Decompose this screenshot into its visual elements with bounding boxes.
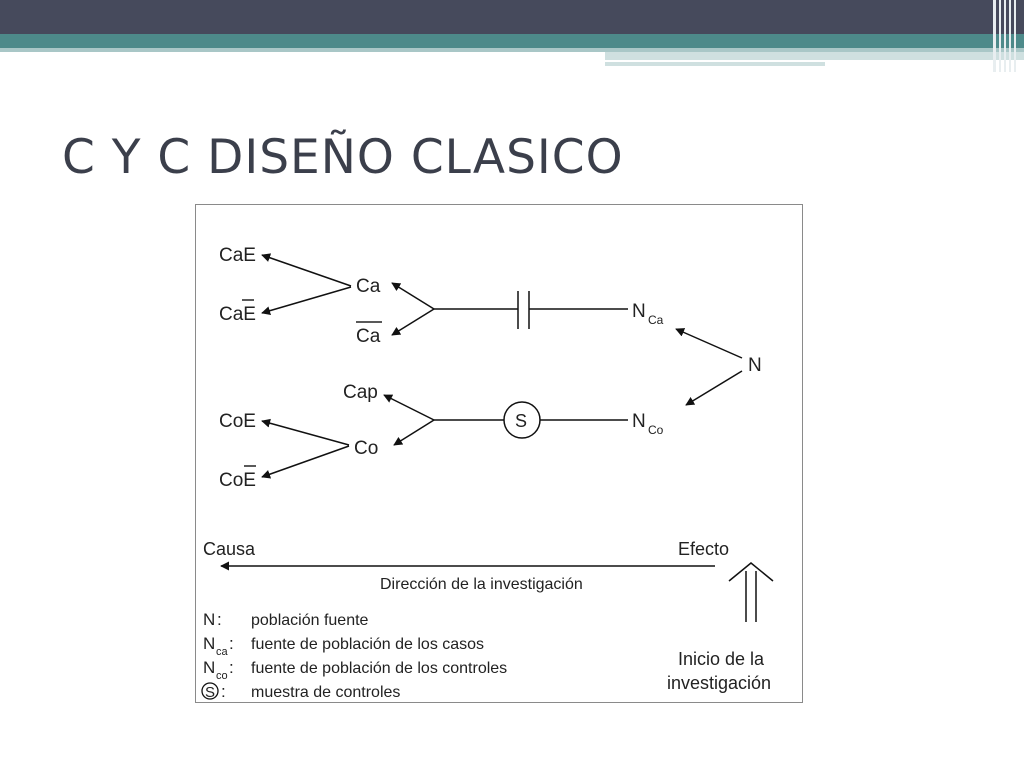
node-cae: CaE bbox=[219, 245, 256, 266]
svg-text:co: co bbox=[216, 670, 228, 682]
node-coe: CoE bbox=[219, 411, 256, 432]
node-co: Co bbox=[354, 438, 378, 459]
header-band bbox=[0, 0, 1024, 72]
slide-title: C Y C DISEÑO CLASICO bbox=[62, 130, 624, 185]
svg-text:CaE: CaE bbox=[219, 304, 256, 325]
label-direccion: Dirección de la investigación bbox=[380, 576, 583, 593]
node-n-ca: N Ca bbox=[632, 301, 664, 327]
node-cap: Cap bbox=[343, 382, 378, 403]
node-ca-not: Ca bbox=[356, 321, 382, 347]
svg-text:Ca: Ca bbox=[648, 313, 664, 327]
arrow-n-to-nca bbox=[675, 328, 743, 359]
sample-circle: S bbox=[503, 401, 541, 439]
svg-text::: : bbox=[221, 682, 226, 701]
label-inicio-line1: Inicio de la bbox=[678, 649, 765, 669]
arrow-ca-to-cae bbox=[261, 253, 352, 287]
label-causa: Causa bbox=[203, 539, 256, 559]
case-control-diagram: CaE CaE Ca Ca N Ca N Cap CoE Co CoE bbox=[201, 245, 774, 701]
arrow-co-to-coe bbox=[261, 418, 350, 446]
svg-text::: : bbox=[229, 634, 234, 653]
svg-text:N: N bbox=[203, 610, 215, 629]
legend-item-s: S : muestra de controles bbox=[201, 682, 400, 701]
label-efecto: Efecto bbox=[678, 539, 729, 559]
svg-text:muestra de controles: muestra de controles bbox=[251, 684, 400, 701]
double-arrow-up-icon bbox=[728, 562, 774, 622]
svg-text:población fuente: población fuente bbox=[251, 612, 369, 629]
svg-text:S: S bbox=[205, 684, 215, 701]
legend-item-nca: N ca : fuente de población de los casos bbox=[203, 634, 484, 658]
legend-item-n: N : población fuente bbox=[203, 610, 369, 629]
legend: N : población fuente N ca : fuente de po… bbox=[201, 610, 507, 701]
arrow-ca-to-cae-not bbox=[261, 286, 352, 316]
arrow-nco-to-co bbox=[393, 419, 435, 446]
node-cae-not: CaE bbox=[219, 299, 256, 325]
label-inicio-line2: investigación bbox=[667, 673, 771, 693]
node-coe-not: CoE bbox=[219, 465, 256, 491]
svg-text::: : bbox=[217, 610, 222, 629]
node-n-co: N Co bbox=[632, 411, 664, 437]
svg-text:Ca: Ca bbox=[356, 326, 381, 347]
svg-text:ca: ca bbox=[216, 646, 229, 658]
svg-text:CoE: CoE bbox=[219, 470, 256, 491]
arrow-nca-to-ca bbox=[391, 282, 435, 310]
svg-text:N: N bbox=[632, 301, 646, 322]
svg-text:N: N bbox=[203, 634, 215, 653]
svg-text:N: N bbox=[632, 411, 646, 432]
svg-text:Co: Co bbox=[648, 423, 664, 437]
arrow-nca-to-ca-not bbox=[391, 308, 435, 336]
svg-text:S: S bbox=[515, 411, 527, 431]
legend-item-nco: N co : fuente de población de los contro… bbox=[203, 658, 507, 682]
node-n: N bbox=[748, 355, 762, 376]
svg-text::: : bbox=[229, 658, 234, 677]
arrow-nco-to-cap bbox=[383, 394, 435, 421]
diagram-panel: CaE CaE Ca Ca N Ca N Cap CoE Co CoE bbox=[195, 204, 803, 703]
svg-text:fuente de población de los con: fuente de población de los controles bbox=[251, 660, 507, 677]
svg-text:N: N bbox=[203, 658, 215, 677]
svg-text:fuente de población de los cas: fuente de población de los casos bbox=[251, 636, 484, 653]
node-ca: Ca bbox=[356, 276, 381, 297]
arrow-n-to-nco bbox=[685, 370, 743, 406]
arrow-co-to-coe-not bbox=[261, 445, 350, 479]
